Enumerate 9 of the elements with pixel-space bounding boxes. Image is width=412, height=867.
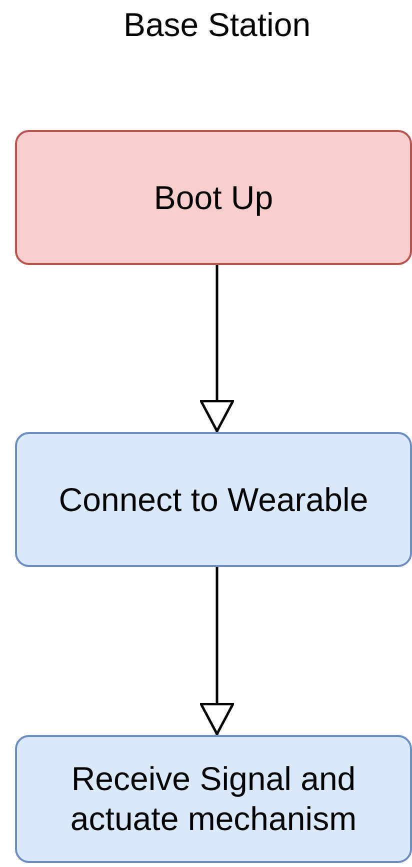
- arrow: [200, 567, 234, 736]
- start-box: [15, 130, 412, 265]
- diagram-title: Base Station: [122, 6, 312, 44]
- box-label: Connect to Wearable: [58, 480, 370, 520]
- box-label: Boot Up: [152, 178, 274, 218]
- box-label: Receive Signal and actuate mechanism: [69, 759, 358, 839]
- process-box: [15, 432, 412, 567]
- arrow: [200, 265, 234, 432]
- process-box: [15, 735, 412, 863]
